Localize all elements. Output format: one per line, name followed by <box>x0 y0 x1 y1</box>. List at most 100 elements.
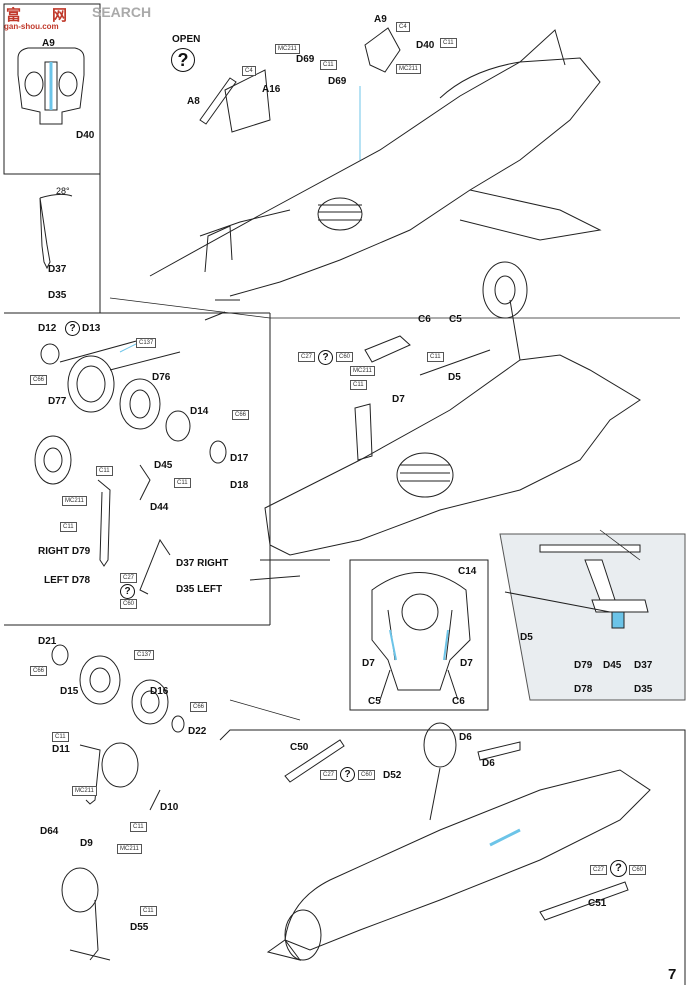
c51-label: C51 <box>588 898 607 909</box>
watermark-search: SEARCH <box>92 4 152 20</box>
nose-wheel-drawing <box>51 644 185 961</box>
c11-main-box-b: C11 <box>174 478 191 488</box>
c11-mid-box-a: C11 <box>350 380 367 390</box>
d64-label: D64 <box>40 826 59 837</box>
a16-label: A16 <box>262 84 281 95</box>
c11-nose-box-b: C11 <box>130 822 147 832</box>
d37-detail-label: D37 <box>634 660 653 671</box>
c4-box-b: C4 <box>242 66 256 76</box>
top-fuselage-drawing <box>149 27 602 321</box>
d79-detail-label: D79 <box>574 660 593 671</box>
d77-label: D77 <box>48 396 67 407</box>
mc211-nose-box-b: MC211 <box>117 844 142 854</box>
c5-bay-label: C5 <box>368 696 381 707</box>
c60-main-box: C60 <box>120 599 138 609</box>
c11-main-box-c: C11 <box>60 522 77 532</box>
d7-bay-left-label: D7 <box>362 658 375 669</box>
d18-label: D18 <box>230 480 249 491</box>
c6-mid-label: C6 <box>418 314 431 325</box>
d69-label-b: D69 <box>328 76 347 87</box>
c11-nose-box-a: C11 <box>52 732 69 742</box>
d40-panel-label: D40 <box>76 130 95 141</box>
a9-main-label: A9 <box>374 14 387 25</box>
mc211-mid-box: MC211 <box>350 366 375 376</box>
c6-bay-label: C6 <box>452 696 465 707</box>
c137-box: C137 <box>136 338 157 348</box>
d37-angle-label: D37 <box>48 264 67 275</box>
d35-left-label: D35 LEFT <box>176 584 223 595</box>
d6-label-a: D6 <box>459 732 472 743</box>
open-question-icon: ? <box>171 48 195 72</box>
d21-label: D21 <box>38 636 57 647</box>
d5-detail-label: D5 <box>520 632 533 643</box>
c27-bottom-question-icon-b: ? <box>610 860 627 877</box>
d40-main-label: D40 <box>416 40 435 51</box>
d69-label-a: D69 <box>296 54 315 65</box>
nose-section-drawing <box>266 722 651 961</box>
c5-mid-label: C5 <box>449 314 462 325</box>
d76-label: D76 <box>152 372 171 383</box>
d45-main-label: D45 <box>154 460 173 471</box>
c66-nose-box-b: C66 <box>190 702 208 712</box>
open-label: OPEN <box>172 34 201 45</box>
d11-label: D11 <box>52 744 70 755</box>
d17-label: D17 <box>230 453 249 464</box>
watermark-url: gan-shou.com <box>4 22 59 31</box>
angle-drawing <box>39 193 73 270</box>
right-d79-label: RIGHT D79 <box>38 546 91 557</box>
d7-mid-label: D7 <box>392 394 405 405</box>
c27-bottom-question-icon-a: ? <box>340 767 355 782</box>
c27-mid-box: C27 <box>298 352 316 362</box>
d7-bay-right-label: D7 <box>460 658 473 669</box>
d12-question-icon: ? <box>65 321 80 336</box>
c11-main-box-a: C11 <box>96 466 113 476</box>
left-d78-label: LEFT D78 <box>44 575 91 586</box>
mid-fuselage-drawing <box>249 261 641 581</box>
c66-nose-box-a: C66 <box>30 666 48 676</box>
c27-mid-question-icon: ? <box>318 350 333 365</box>
c27-main-question-icon: ? <box>120 584 135 599</box>
angle-label: 28° <box>56 186 70 196</box>
mc211-nose-box-a: MC211 <box>72 786 97 796</box>
c50-label: C50 <box>290 742 309 753</box>
d45-detail-label: D45 <box>603 660 622 671</box>
d22-label: D22 <box>188 726 207 737</box>
d5-mid-label: D5 <box>448 372 461 383</box>
strut-detail-drawing <box>499 533 686 701</box>
watermark-char-a: 富 <box>6 7 22 24</box>
c11-mid-box-b: C11 <box>427 352 444 362</box>
d44-label: D44 <box>150 502 169 513</box>
d16-label: D16 <box>150 686 169 697</box>
mc211-box-b: MC211 <box>275 44 300 54</box>
c11-box-a: C11 <box>440 38 457 48</box>
d10-label: D10 <box>160 802 179 813</box>
mc211-box-a: MC211 <box>396 64 421 74</box>
d35-angle-label: D35 <box>48 290 67 301</box>
d13-label: D13 <box>82 323 101 334</box>
d37-right-label: D37 RIGHT <box>176 558 229 569</box>
c137-nose-box: C137 <box>134 650 155 660</box>
c66-box-b: C66 <box>232 410 250 420</box>
d9-label: D9 <box>80 838 93 849</box>
c27-bottom-box-b: C27 <box>590 865 608 875</box>
c60-mid-box: C60 <box>336 352 354 362</box>
c66-box-a: C66 <box>30 375 48 385</box>
c14-label: C14 <box>458 566 477 577</box>
d12-label: D12 <box>38 323 57 334</box>
c11-nose-box-c: C11 <box>140 906 157 916</box>
c4-box-a: C4 <box>396 22 410 32</box>
c60-bottom-box-b: C60 <box>629 865 647 875</box>
a8-label: A8 <box>187 96 200 107</box>
d15-label: D15 <box>60 686 79 697</box>
watermark-char-b: 网 <box>52 7 68 24</box>
leader-lines <box>109 297 680 721</box>
main-wheel-drawing <box>34 339 227 595</box>
gear-bay-drawing <box>371 572 471 701</box>
c60-bottom-box-a: C60 <box>358 770 376 780</box>
c11-box-b: C11 <box>320 60 337 70</box>
d55-label: D55 <box>130 922 149 933</box>
d14-label: D14 <box>190 406 209 417</box>
d78-detail-label: D78 <box>574 684 593 695</box>
c27-main-box: C27 <box>120 573 138 583</box>
